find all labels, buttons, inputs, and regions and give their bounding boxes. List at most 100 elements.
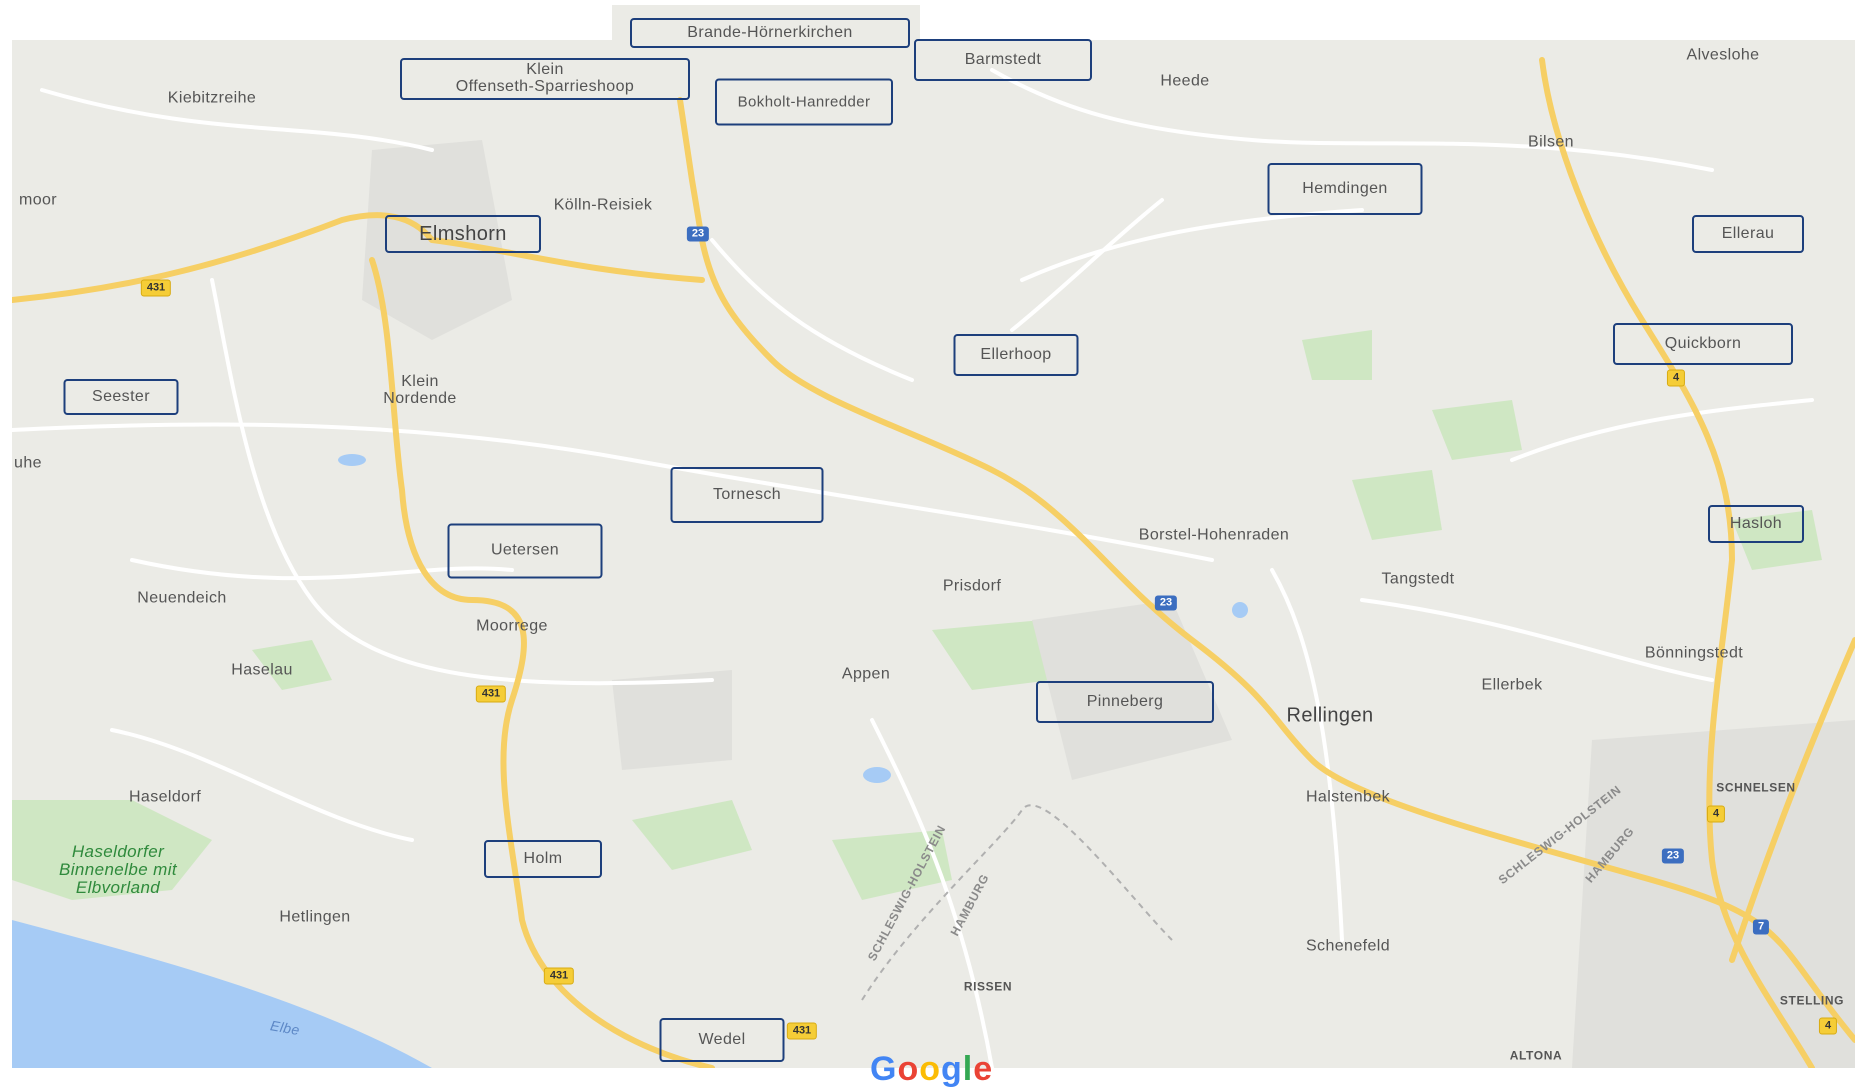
road-3 bbox=[210, 278, 714, 686]
google-logo-letter: l bbox=[962, 1050, 974, 1088]
place-label-appen: Appen bbox=[841, 665, 891, 683]
place-label-uhe: uhe bbox=[14, 454, 42, 472]
place-label-neuendeich: Neuendeich bbox=[137, 589, 227, 607]
road-shield-b4-quickborn: 4 bbox=[1666, 369, 1686, 387]
map-top-tab bbox=[612, 5, 920, 43]
road-shield-b4-schnelsen: 4 bbox=[1706, 805, 1726, 823]
park-10 bbox=[1302, 330, 1372, 380]
place-label-ellerhoop[interactable]: Ellerhoop bbox=[953, 334, 1079, 376]
place-label-schenefeld: Schenefeld bbox=[1305, 937, 1391, 955]
road-shield-a23-south: 23 bbox=[1661, 848, 1685, 864]
place-label-ellerau[interactable]: Ellerau bbox=[1692, 215, 1804, 253]
place-label-wedel[interactable]: Wedel bbox=[659, 1018, 785, 1062]
highway-b4 bbox=[1539, 57, 1815, 1068]
place-label-hasloh[interactable]: Hasloh bbox=[1708, 505, 1804, 543]
map-base-layer bbox=[12, 57, 1855, 1068]
google-logo: Google bbox=[870, 1050, 993, 1089]
park-7 bbox=[1732, 510, 1822, 570]
road-10 bbox=[1360, 598, 1714, 682]
place-label-moorrege: Moorrege bbox=[476, 617, 548, 635]
road-5 bbox=[1020, 208, 1364, 282]
urban-areas bbox=[362, 140, 1855, 1068]
place-label-heede: Heede bbox=[1160, 72, 1210, 90]
road-12 bbox=[710, 238, 914, 382]
place-label-rissen: RISSEN bbox=[963, 979, 1013, 994]
park-4 bbox=[932, 620, 1052, 690]
road-2 bbox=[40, 88, 434, 152]
place-label-bokholt-hanredder[interactable]: Bokholt-Hanredder bbox=[715, 78, 893, 126]
pond-3 bbox=[1232, 602, 1248, 618]
road-7 bbox=[130, 558, 514, 581]
place-label-halstenbek: Halstenbek bbox=[1305, 788, 1391, 806]
road-6 bbox=[1010, 198, 1164, 332]
road-shield-b431-holm: 431 bbox=[543, 967, 575, 985]
road-shield-a23-mid: 23 bbox=[1154, 595, 1178, 611]
road-11 bbox=[110, 728, 414, 842]
place-label-pinneberg[interactable]: Pinneberg bbox=[1036, 681, 1214, 723]
place-label-holm[interactable]: Holm bbox=[484, 840, 602, 878]
google-logo-letter: e bbox=[973, 1050, 994, 1088]
place-label-hemdingen[interactable]: Hemdingen bbox=[1267, 163, 1423, 215]
road-1 bbox=[12, 422, 1214, 562]
highways bbox=[12, 57, 1855, 1068]
park-1 bbox=[252, 640, 332, 690]
google-logo-letter: o bbox=[897, 1050, 920, 1088]
road-4 bbox=[990, 68, 1714, 172]
place-label-rellingen: Rellingen bbox=[1286, 704, 1374, 727]
road-9 bbox=[1270, 568, 1344, 942]
place-label-elmshorn[interactable]: Elmshorn bbox=[385, 215, 541, 253]
place-label-boenningstedt: Bönningstedt bbox=[1644, 644, 1744, 662]
place-label-haselau: Haselau bbox=[231, 661, 293, 679]
place-label-ellerbek: Ellerbek bbox=[1481, 676, 1543, 694]
place-label-moor: moor bbox=[18, 191, 58, 209]
park-5 bbox=[1352, 470, 1442, 540]
urban-hamburg bbox=[1572, 720, 1855, 1068]
place-label-hetlingen: Hetlingen bbox=[279, 908, 351, 926]
place-label-bilsen: Bilsen bbox=[1528, 133, 1574, 151]
google-logo-letter: G bbox=[870, 1050, 898, 1088]
place-label-seester[interactable]: Seester bbox=[63, 379, 179, 415]
place-label-uetersen[interactable]: Uetersen bbox=[447, 523, 603, 579]
place-label-stelling: STELLING bbox=[1779, 993, 1845, 1008]
map-canvas[interactable] bbox=[12, 40, 1855, 1068]
river-elbe bbox=[12, 920, 432, 1068]
highway-a23 bbox=[677, 97, 1855, 1043]
road-shield-a7: 7 bbox=[1752, 919, 1770, 935]
park-haseldorfer bbox=[12, 800, 212, 900]
road-8 bbox=[870, 718, 994, 1068]
road-shield-a23-north: 23 bbox=[686, 226, 710, 242]
pond-2 bbox=[863, 767, 891, 783]
place-label-schnelsen: SCHNELSEN bbox=[1716, 780, 1796, 795]
place-label-klein-nordende: Klein Nordende bbox=[383, 373, 457, 407]
state-border bbox=[861, 804, 1173, 1001]
place-label-haseldorfer: Haseldorfer Binnenelbe mit Elbvorland bbox=[58, 842, 178, 897]
place-label-tornesch[interactable]: Tornesch bbox=[670, 467, 824, 523]
highway-b431-north bbox=[12, 212, 435, 303]
highway-a7 bbox=[1729, 637, 1855, 963]
urban-appen-field bbox=[612, 670, 732, 770]
road-13 bbox=[1510, 398, 1814, 462]
park-6 bbox=[1432, 400, 1522, 460]
place-label-altona: ALTONA bbox=[1509, 1048, 1563, 1063]
place-label-brande-hoernerkirchen[interactable]: Brande-Hörnerkirchen bbox=[630, 18, 910, 48]
highway-elmshorn-link bbox=[429, 237, 705, 283]
road-shield-b431-west: 431 bbox=[140, 279, 172, 297]
road-shield-b431-wedel: 431 bbox=[786, 1022, 818, 1040]
park-2 bbox=[632, 800, 752, 870]
google-logo-letter: o bbox=[919, 1050, 942, 1088]
place-label-tangstedt: Tangstedt bbox=[1381, 570, 1455, 588]
place-label-alveslohe: Alveslohe bbox=[1686, 46, 1760, 64]
place-label-haseldorf: Haseldorf bbox=[128, 788, 202, 806]
place-label-kiebitzreihe: Kiebitzreihe bbox=[167, 89, 257, 107]
park-3 bbox=[832, 830, 952, 900]
place-label-quickborn[interactable]: Quickborn bbox=[1613, 323, 1793, 365]
place-label-borstel-hohenraden: Borstel-Hohenraden bbox=[1138, 526, 1290, 544]
google-logo-letter: g bbox=[941, 1050, 963, 1088]
urban-pinneberg bbox=[1032, 600, 1232, 780]
place-label-klein-offenseth[interactable]: Klein Offenseth-Sparrieshoop bbox=[400, 58, 690, 100]
local-roads bbox=[12, 68, 1814, 1068]
place-label-barmstedt[interactable]: Barmstedt bbox=[914, 39, 1092, 81]
place-label-prisdorf: Prisdorf bbox=[942, 577, 1002, 595]
road-shield-b431-moorrege: 431 bbox=[475, 685, 507, 703]
place-label-koelln-reisiek: Kölln-Reisiek bbox=[553, 196, 653, 214]
